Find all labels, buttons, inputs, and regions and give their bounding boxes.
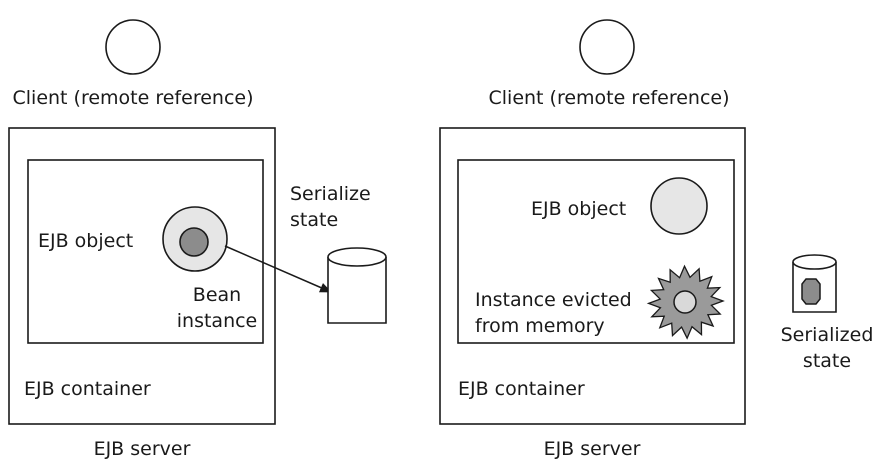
left-storage-cylinder (327, 247, 387, 324)
left-bean-instance-label-line2: instance (177, 310, 258, 332)
right-client-circle (579, 19, 635, 75)
serialize-state-label-line2: state (290, 209, 338, 231)
right-ejb-object-label: EJB object (531, 198, 626, 220)
serialized-bean-icon (801, 278, 821, 305)
left-client-circle (105, 19, 161, 75)
right-ejb-container-label: EJB container (458, 378, 585, 400)
left-ejb-container-box (27, 159, 264, 344)
right-ejb-object-circle (650, 177, 708, 235)
right-client-label: Client (remote reference) (489, 87, 730, 109)
left-bean-instance-circle (179, 227, 209, 257)
left-ejb-object-label: EJB object (38, 230, 133, 252)
left-panel: Client (remote reference) EJB object Bea… (8, 19, 387, 460)
left-ejb-container-label: EJB container (24, 378, 151, 400)
right-ejb-server-box (439, 127, 746, 425)
serialized-state-label-line1: Serialized (781, 324, 874, 346)
left-ejb-server-box (8, 127, 276, 425)
left-ejb-server-label: EJB server (94, 438, 191, 460)
evicted-label-line1: Instance evicted (475, 289, 632, 311)
left-bean-instance-label-line1: Bean (193, 284, 241, 306)
serialize-state-label-line1: Serialize (290, 183, 371, 205)
serialized-state-label-line2: state (803, 350, 851, 372)
right-ejb-container-box (457, 159, 735, 344)
serialize-arrow (224, 245, 332, 293)
right-panel: Client (remote reference) EJB object Ins… (439, 19, 874, 460)
left-client-label: Client (remote reference) (13, 87, 254, 109)
evicted-label-line2: from memory (475, 315, 605, 337)
right-ejb-server-label: EJB server (544, 438, 641, 460)
evicted-instance-circle (673, 290, 697, 314)
